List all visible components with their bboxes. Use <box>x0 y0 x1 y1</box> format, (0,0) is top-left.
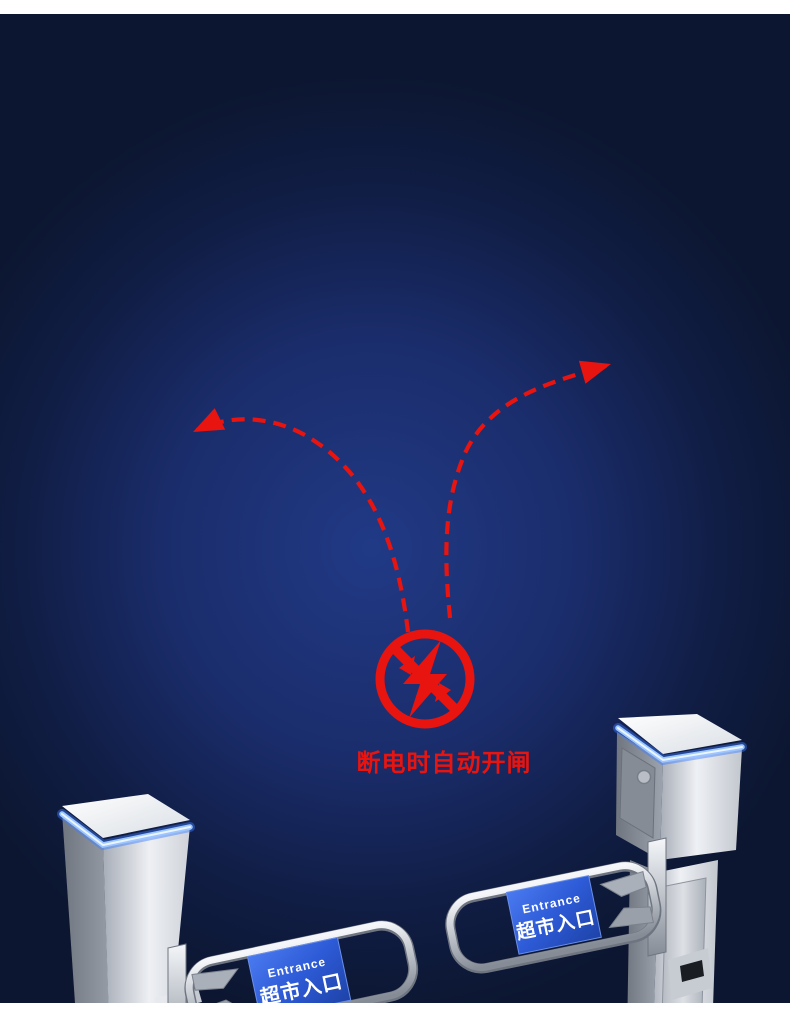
prohibition-slash <box>387 641 463 717</box>
left-gate-arm: Entrance 超市入口 <box>167 920 419 1003</box>
right-gate-arm: Entrance 超市入口 <box>445 837 667 974</box>
led-strip-icon <box>57 809 195 851</box>
led-strip-icon <box>613 723 747 766</box>
right-gate-pillar <box>613 714 747 1003</box>
card-reader <box>668 948 712 1000</box>
gate-sign-left: Entrance 超市入口 <box>246 936 352 1003</box>
swing-arrow-left-icon <box>193 408 411 633</box>
gate-sign-right: Entrance 超市入口 <box>505 874 602 955</box>
scene-caption: 断电时自动开闸 <box>357 749 532 777</box>
gate-scene: Entrance 超市入口 <box>57 360 747 1003</box>
swing-arrow-right-icon <box>444 360 611 619</box>
access-button <box>636 769 652 785</box>
power-off-icon <box>375 629 475 729</box>
